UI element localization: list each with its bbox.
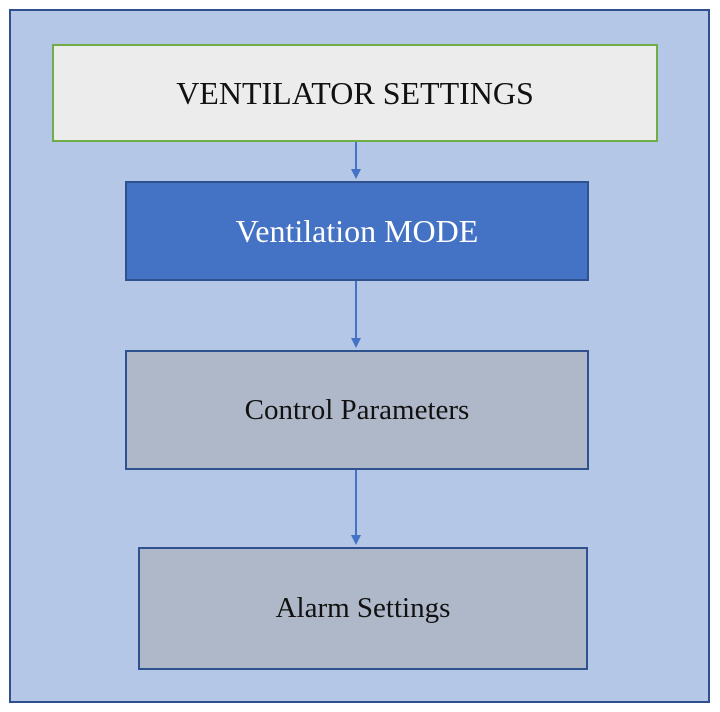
control-parameters-label: Control Parameters	[244, 393, 470, 426]
ventilation-mode-label: Ventilation MODE	[235, 212, 479, 249]
ventilator-settings-label: VENTILATOR SETTINGS	[176, 74, 534, 111]
alarm-settings-label: Alarm Settings	[275, 592, 451, 624]
alarm-settings-box: Alarm Settings	[138, 547, 588, 670]
ventilator-settings-box: VENTILATOR SETTINGS	[52, 44, 658, 142]
ventilation-mode-box: Ventilation MODE	[125, 181, 589, 281]
control-parameters-box: Control Parameters	[125, 350, 589, 470]
